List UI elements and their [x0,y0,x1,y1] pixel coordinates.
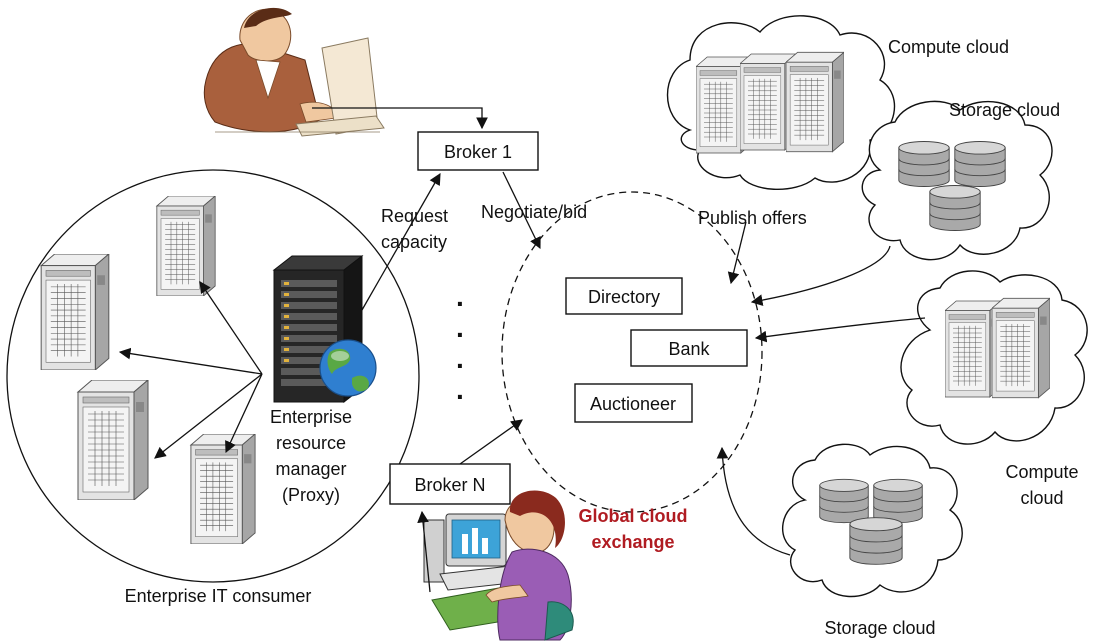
ellipsis-dot: · [456,319,465,350]
request-capacity-label-2: capacity [381,232,447,252]
auctioneer-label: Auctioneer [590,394,676,414]
publish-offers-label: Publish offers [698,208,807,228]
compute-cloud-top-label: Compute cloud [888,37,1009,57]
server-icon [77,380,149,500]
storage-cloud-bottom-label: Storage cloud [824,618,935,638]
erm-label-2: resource [276,433,346,453]
broker-1-box [417,131,539,171]
ellipsis-dot: · [456,381,465,412]
server-icon [156,196,216,296]
enterprise-it-consumer-label: Enterprise IT consumer [125,586,312,606]
businessman-at-computer-icon [203,7,385,137]
enterprise-boundary [6,169,420,583]
database-icon [849,517,903,565]
server-icon [40,254,110,370]
directory-label: Directory [588,287,660,307]
ellipsis: · · · · [456,288,465,412]
database-icon [819,478,869,524]
broker-n-label: Broker N [414,475,485,495]
global-cloud-exchange-label-2: exchange [591,532,674,552]
compute-cloud-right-label-2: cloud [1020,488,1063,508]
erm-label-4: (Proxy) [282,485,340,505]
server-icon [992,297,1050,399]
bank-label: Bank [668,339,710,359]
request-capacity-label-1: Request [381,206,448,226]
compute-cloud-right-label-1: Compute [1005,462,1078,482]
server-icon [786,51,844,153]
database-icon [873,478,923,524]
database-icon [898,141,950,187]
erm-label-1: Enterprise [270,407,352,427]
broker-1-label: Broker 1 [444,142,512,162]
global-exchange-boundary [501,191,763,513]
storage-cloud-top-label: Storage cloud [949,100,1060,120]
database-icon [954,141,1006,187]
directory-box [565,277,683,315]
erm-label-3: manager [275,459,346,479]
ellipsis-dot: · [456,288,465,319]
database-icon [929,184,981,232]
global-cloud-exchange-label-1: Global cloud [578,506,687,526]
broker-n-box [389,463,511,505]
negotiate-bid-label: Negotiate/bid [481,202,587,222]
woman-at-computer-icon [423,490,574,641]
ellipsis-dot: · [456,350,465,381]
bank-box [630,329,748,367]
server-icon [190,434,256,544]
globe-icon [319,339,377,397]
auctioneer-box [574,383,693,423]
